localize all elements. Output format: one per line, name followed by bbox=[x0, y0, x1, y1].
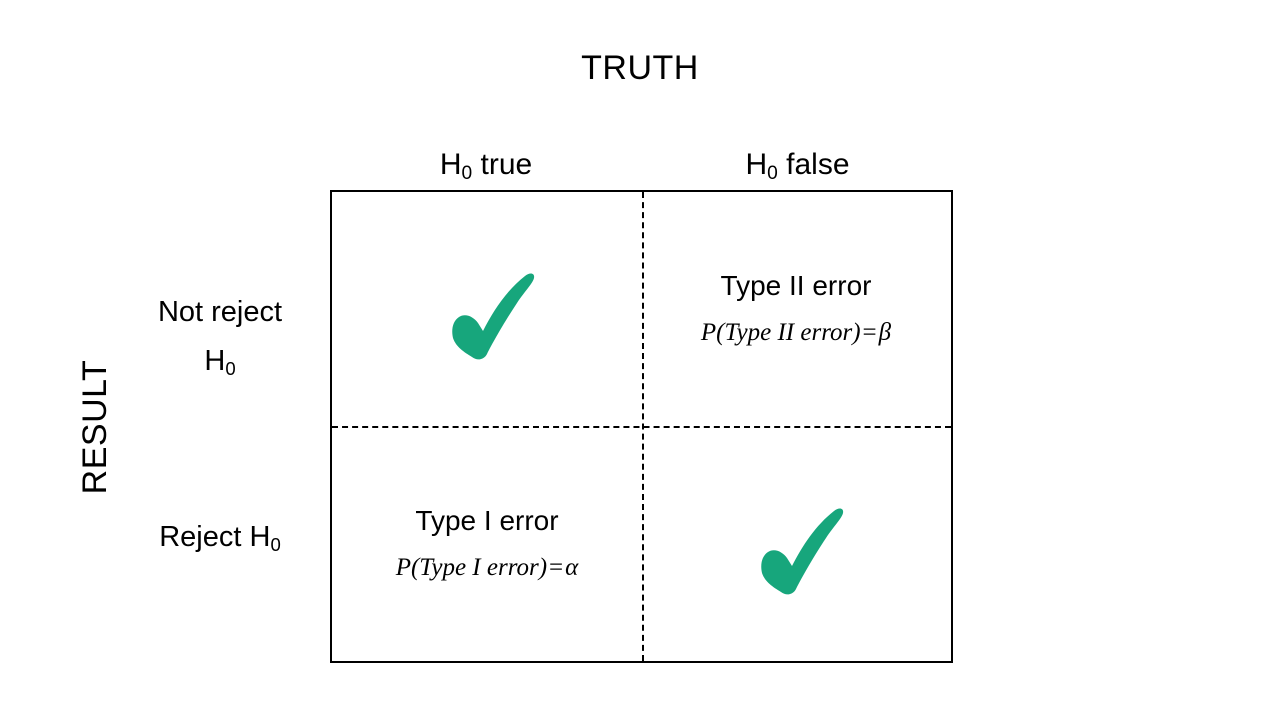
cell-formula-type-i-error: P(Type I error)=α bbox=[396, 551, 579, 585]
row-header-0-line2-subscript: 0 bbox=[225, 357, 236, 379]
matrix-divider-horizontal bbox=[332, 426, 951, 428]
row-header-0-line2: H0 bbox=[110, 337, 330, 388]
column-header-1-rest: false bbox=[777, 148, 850, 181]
matrix-cell-type-i-error: Type I error P(Type I error)=α bbox=[332, 427, 642, 661]
check-icon bbox=[452, 273, 535, 360]
check-icon bbox=[761, 508, 844, 595]
row-header-reject-h0: Reject H0 bbox=[110, 513, 330, 564]
column-header-h0-true: H0 true bbox=[330, 146, 642, 188]
column-header-0-subscript: 0 bbox=[461, 162, 473, 184]
formula-operator-beta: = bbox=[862, 319, 877, 346]
column-header-1-subscript: 0 bbox=[767, 162, 778, 184]
axis-label-result: RESULT bbox=[76, 359, 114, 495]
matrix-cell-reject-h0-false bbox=[641, 427, 951, 661]
matrix-cell-type-ii-error: Type II error P(Type II error)=β bbox=[641, 192, 951, 426]
formula-prefix-alpha: P(Type I error) bbox=[395, 554, 548, 581]
column-header-1-main: H bbox=[745, 148, 768, 181]
cell-title-type-i-error: Type I error bbox=[415, 505, 559, 536]
row-header-1-line1: Reject H0 bbox=[110, 513, 330, 564]
column-header-0-rest: true bbox=[472, 148, 533, 181]
cell-formula-type-ii-error: P(Type II error)=β bbox=[701, 316, 891, 350]
column-header-0-main: H bbox=[439, 148, 462, 181]
column-header-h0-false: H0 false bbox=[642, 146, 953, 188]
formula-symbol-beta: β bbox=[878, 319, 892, 346]
formula-symbol-alpha: α bbox=[565, 554, 579, 581]
formula-prefix-beta: P(Type II error) bbox=[700, 319, 861, 346]
cell-title-type-ii-error: Type II error bbox=[720, 270, 872, 301]
row-header-not-reject-h0: Not reject H0 bbox=[110, 288, 330, 388]
formula-operator-alpha: = bbox=[549, 554, 564, 581]
row-header-0-line1: Not reject bbox=[157, 296, 283, 328]
row-header-1-line1-subscript: 0 bbox=[270, 533, 281, 555]
decision-matrix: Type II error P(Type II error)=β Type I … bbox=[330, 190, 953, 663]
page-title: TRUTH bbox=[581, 49, 699, 87]
row-header-0-line2-main: H bbox=[204, 345, 226, 377]
row-header-1-line1-main: Reject H bbox=[159, 521, 271, 553]
matrix-cell-not-reject-h0-true bbox=[332, 192, 642, 426]
